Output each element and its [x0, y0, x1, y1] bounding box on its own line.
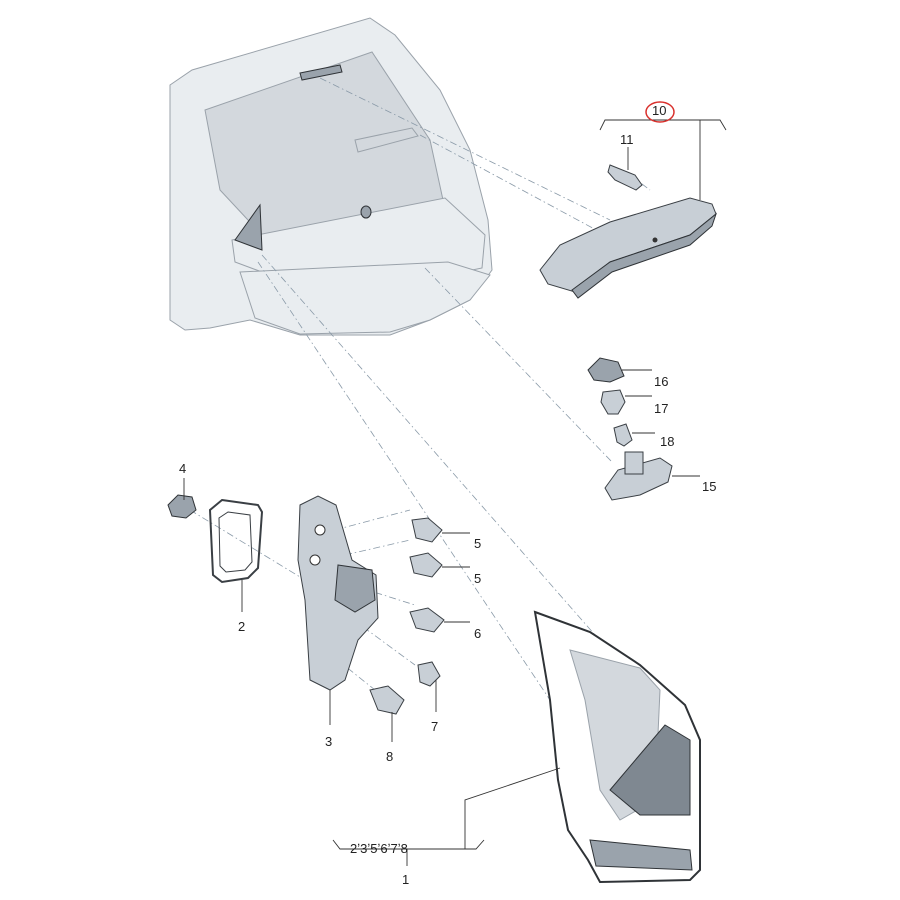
bulbs	[369, 517, 445, 715]
bulb-holder-part-17	[600, 389, 626, 415]
bulb-socket-part-11	[607, 164, 643, 191]
leader-lines	[183, 119, 727, 866]
high-level-brake-light-part	[539, 197, 718, 299]
label-part-6: 6	[474, 626, 482, 641]
label-part-3: 3	[325, 734, 333, 749]
clip-part-4	[167, 494, 197, 519]
seal-part-2	[208, 498, 264, 584]
label-part-8: 8	[386, 749, 394, 764]
label-part-1: 1	[402, 872, 410, 887]
bulb-carrier-part-3	[297, 495, 379, 691]
label-part-11: 11	[620, 132, 634, 147]
label-part-18: 18	[660, 434, 675, 449]
label-part-5-upper: 5	[474, 536, 482, 551]
bulb-part-18	[613, 423, 633, 447]
label-part-5-lower: 5	[474, 571, 482, 586]
label-part-16: 16	[654, 374, 669, 389]
label-part-15: 15	[702, 479, 717, 494]
licence-plate-light-part-15	[604, 451, 673, 501]
car-rear-illustration	[169, 17, 493, 336]
label-part-set-1: 2ʼ3ʼ5ʼ6ʼ7ʼ8	[350, 841, 408, 856]
label-part-17: 17	[654, 401, 669, 416]
highlight-circle	[645, 101, 675, 123]
tail-light-housing-part-1	[533, 610, 701, 884]
label-part-7: 7	[431, 719, 439, 734]
label-part-10: 10	[652, 103, 667, 118]
socket-part-16	[587, 357, 625, 383]
label-part-2: 2	[238, 619, 246, 634]
label-part-4: 4	[179, 461, 187, 476]
